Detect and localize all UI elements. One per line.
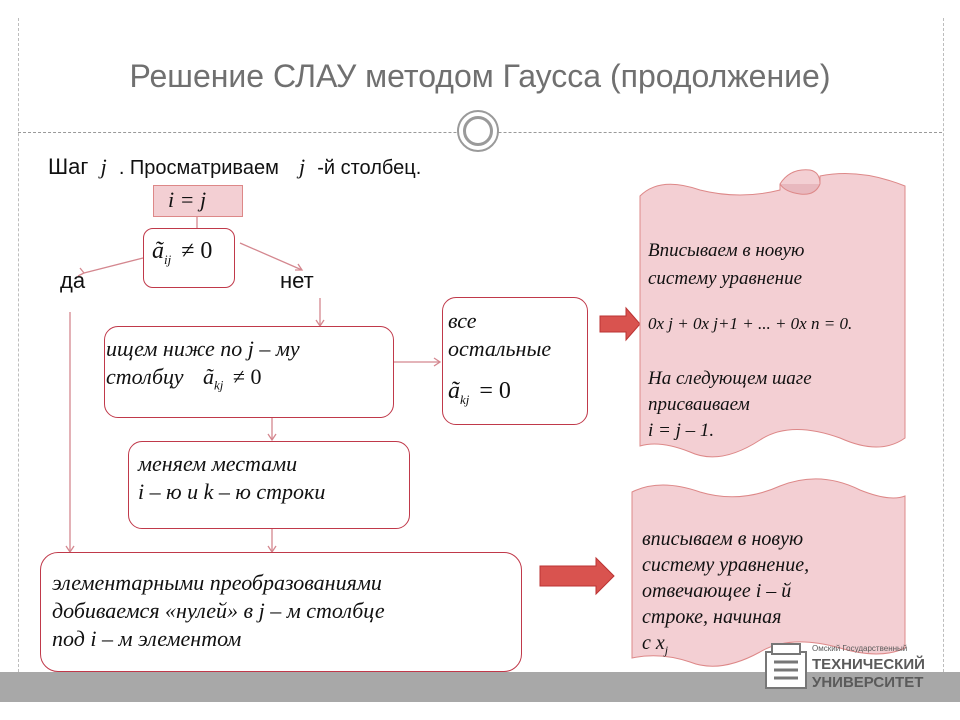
arrowhead-all bbox=[433, 357, 442, 367]
all-zero-box bbox=[442, 297, 588, 425]
step-word: Шаг bbox=[48, 154, 89, 179]
scroll2-sub: j bbox=[664, 643, 669, 657]
university-logo: Омский Государственный ТЕХНИЧЕСКИЙ УНИВЕ… bbox=[760, 636, 930, 698]
swap-line2: i – ю и k – ю строки bbox=[138, 479, 326, 504]
i-eq-j-text: i = j bbox=[168, 187, 207, 212]
search-line2: столбцу ãkj ≠ 0 bbox=[106, 364, 261, 393]
all-line1: все bbox=[448, 308, 477, 333]
search-line1: ищем ниже по j – му bbox=[106, 336, 300, 361]
divider-ring-icon bbox=[457, 110, 499, 152]
scroll1-line3: На следующем шаге bbox=[648, 368, 812, 389]
search-rhs: ≠ 0 bbox=[232, 364, 262, 389]
scroll2-line1: вписываем в новую bbox=[642, 528, 804, 550]
yes-label: да bbox=[60, 268, 86, 293]
step-line: Шаг j . Просматриваем j -й столбец. bbox=[48, 154, 421, 180]
search-box bbox=[104, 326, 394, 418]
all-line3: ãkj = 0 bbox=[448, 378, 511, 408]
scroll-2 bbox=[631, 478, 906, 667]
scroll1-line4: присваиваем bbox=[648, 394, 750, 415]
arrowhead-da bbox=[77, 267, 86, 277]
condition-box bbox=[143, 228, 235, 288]
search-sub: kj bbox=[214, 377, 224, 393]
elimination-box bbox=[40, 552, 522, 672]
scroll1-line2: систему уравнение bbox=[648, 268, 803, 289]
elim-line2: добиваемся «нулей» в j – м столбце bbox=[52, 598, 385, 623]
step-stolbets: -й столбец. bbox=[317, 157, 422, 179]
all-line2: остальные bbox=[448, 336, 552, 361]
step-j2: j bbox=[298, 154, 306, 179]
scroll-1 bbox=[639, 169, 906, 458]
all-rhs: = 0 bbox=[479, 378, 511, 404]
step-prosm: . Просматриваем bbox=[118, 157, 279, 179]
logo-line3: УНИВЕРСИТЕТ bbox=[812, 674, 924, 691]
elim-line3: под i – м элементом bbox=[52, 626, 242, 651]
block-arrow-2 bbox=[539, 556, 615, 596]
conn-cond-net bbox=[239, 242, 303, 271]
all-sub: kj bbox=[460, 391, 470, 407]
scroll1-line5: i = j – 1. bbox=[648, 420, 715, 441]
logo-line1: Омский Государственный bbox=[812, 644, 908, 653]
scroll2-line2: систему уравнение, bbox=[642, 554, 810, 576]
no-label: нет bbox=[280, 268, 314, 293]
swap-line1: меняем местами bbox=[138, 451, 298, 476]
scroll2-line3: отвечающее i – й bbox=[642, 580, 792, 602]
cond-a: ã bbox=[152, 238, 164, 264]
scroll1-equation: 0x j + 0x j+1 + ... + 0x n = 0. bbox=[648, 314, 853, 333]
swap-box bbox=[128, 441, 410, 529]
step-j: j bbox=[100, 154, 107, 179]
slide-title: Решение СЛАУ методом Гаусса (продолжение… bbox=[129, 58, 831, 94]
arrowhead-net bbox=[295, 263, 304, 271]
cond-rhs: ≠ 0 bbox=[181, 238, 213, 264]
logo-line2: ТЕХНИЧЕСКИЙ bbox=[812, 656, 925, 673]
conn-cond-da bbox=[83, 257, 144, 274]
search-word: столбцу bbox=[106, 364, 184, 389]
cond-sub: ij bbox=[164, 251, 172, 267]
block-arrow-1 bbox=[599, 306, 641, 342]
university-emblem-icon bbox=[765, 643, 807, 689]
elim-line1: элементарными преобразованиями bbox=[52, 570, 382, 595]
arrowhead-swap bbox=[267, 433, 277, 442]
scroll2-x: с x bbox=[642, 632, 665, 654]
all-a: ã bbox=[448, 378, 460, 404]
condition-text: ãij ≠ 0 bbox=[152, 238, 212, 268]
i-eq-j-box bbox=[153, 185, 243, 217]
search-a: ã bbox=[203, 364, 215, 389]
scroll1-line1: Вписываем в новую bbox=[648, 240, 805, 261]
slide-frame bbox=[18, 18, 944, 702]
scroll2-line4: строке, начиная bbox=[642, 606, 782, 628]
scroll2-line5: с xj bbox=[642, 632, 668, 658]
